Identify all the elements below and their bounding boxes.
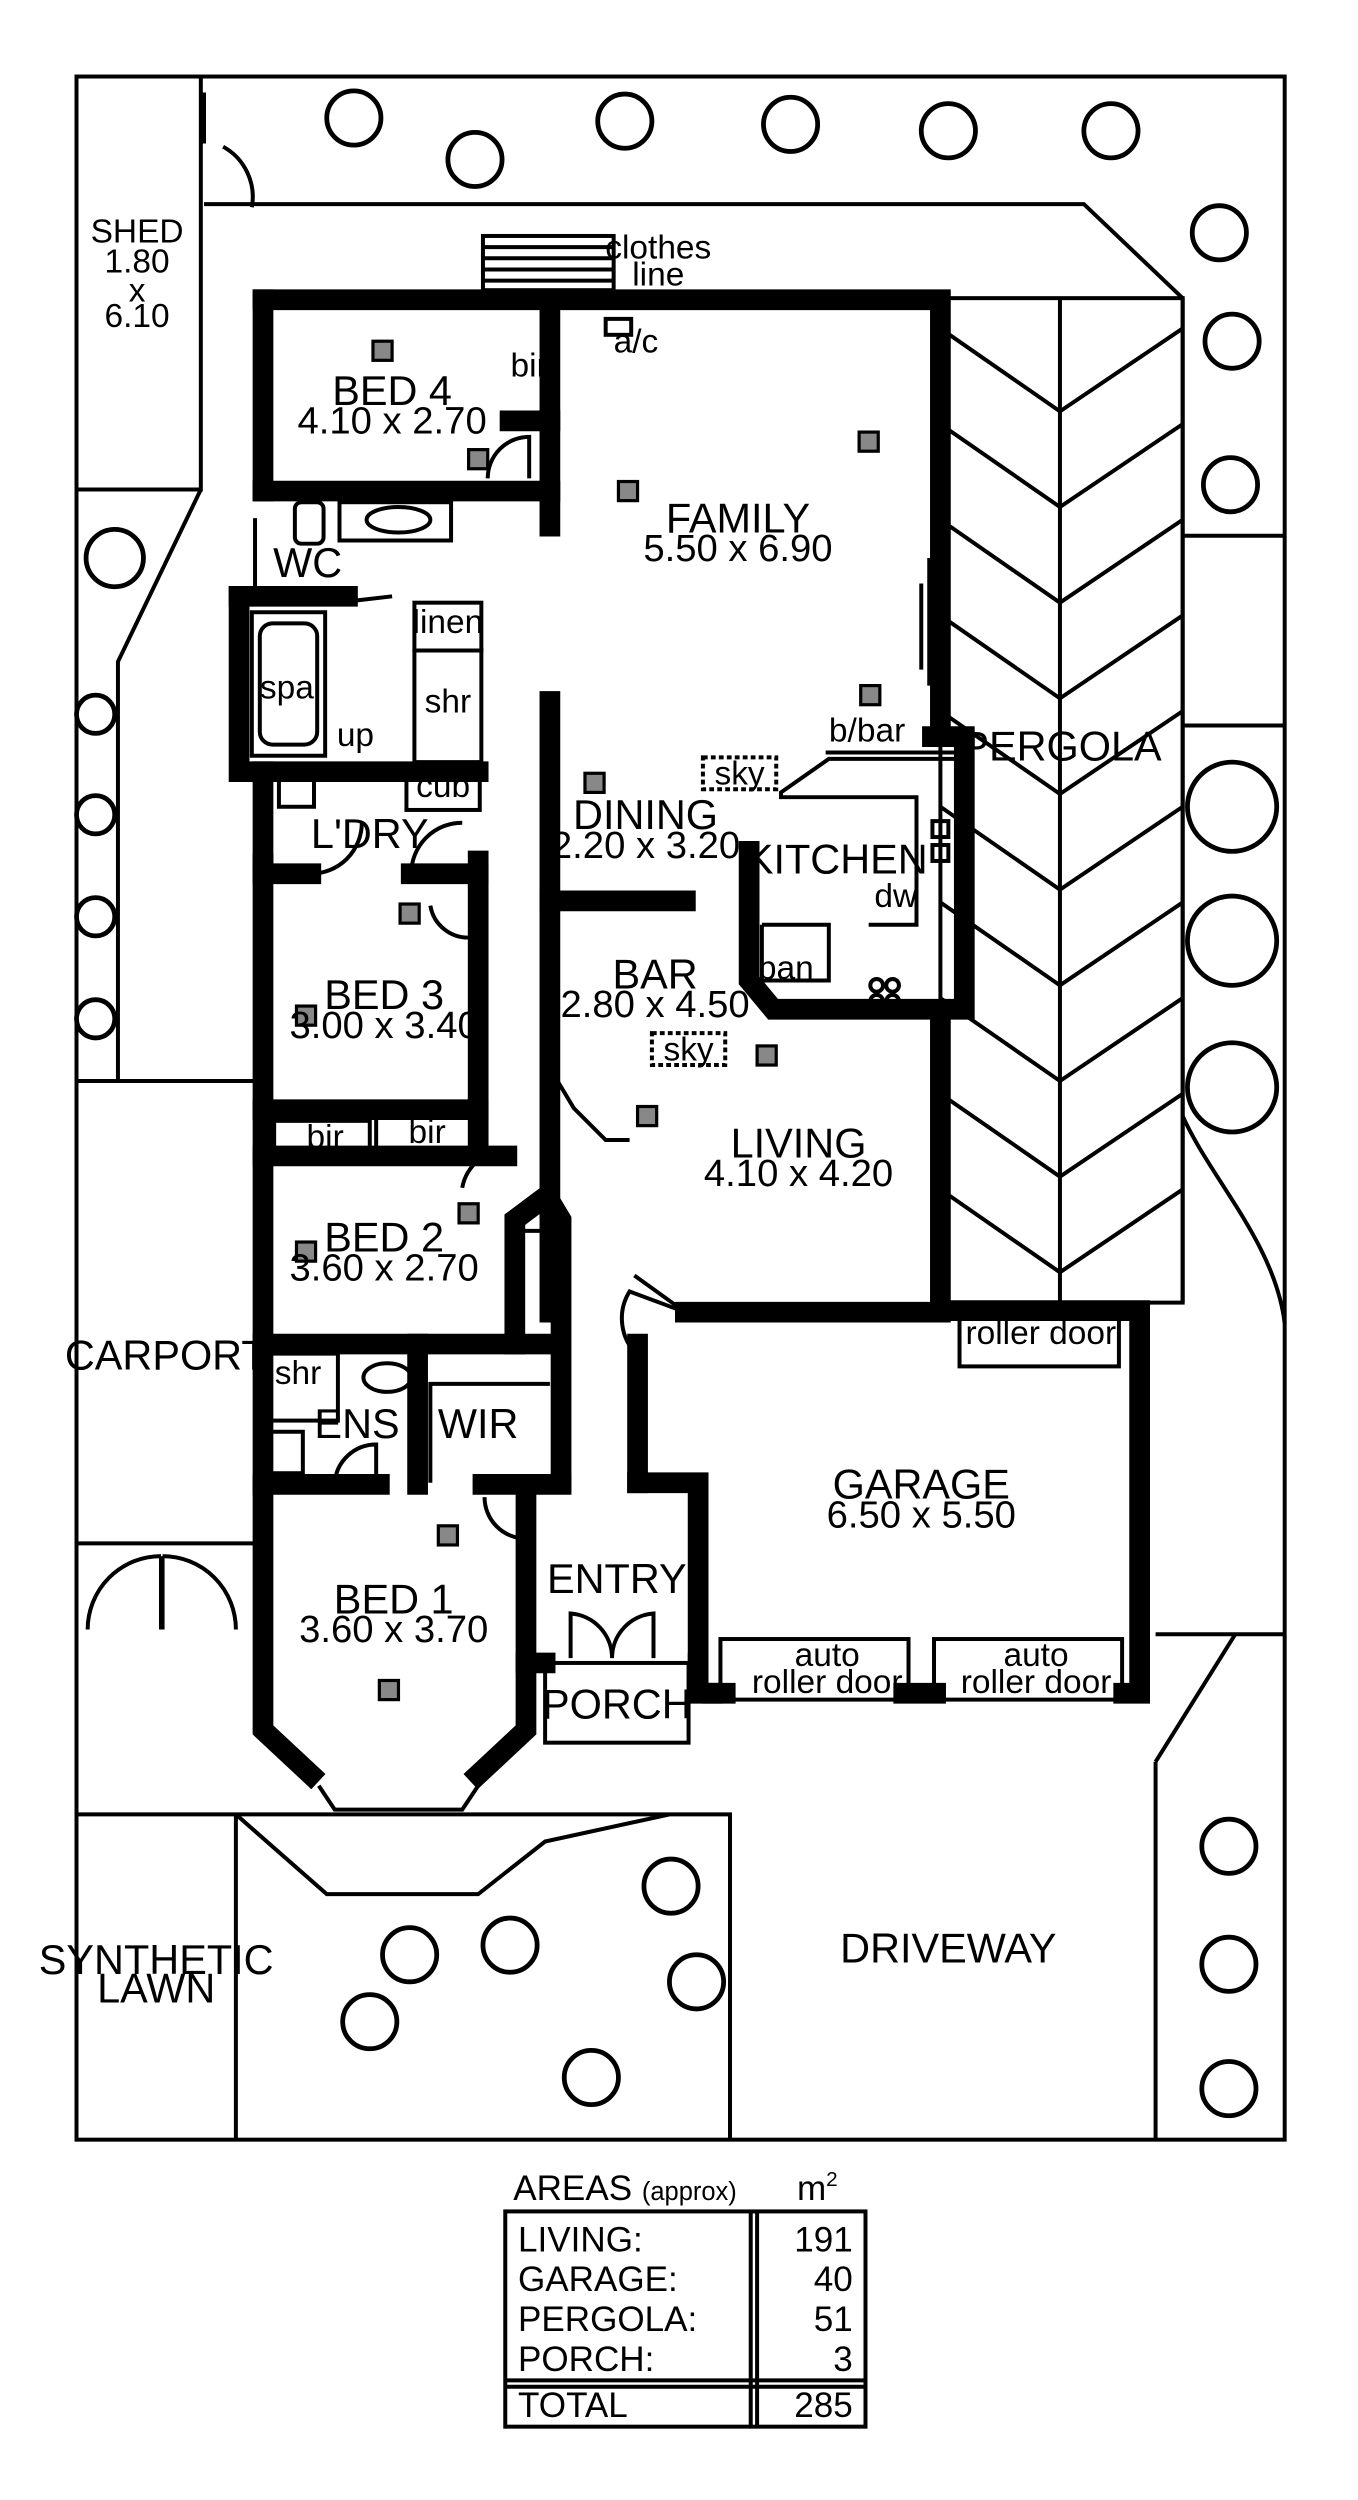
- areas-row-pergola-value: 51: [814, 2300, 853, 2339]
- bed4-bir-label: bir: [511, 347, 548, 384]
- garage-dims: 6.50 x 5.50: [827, 1493, 1016, 1536]
- areas-row-living-value: 191: [794, 2220, 853, 2259]
- bed3-label: BED 3: [324, 971, 444, 1018]
- room-labels: SHED 1.80 x 6.10 clothes line a/c BED 4 …: [39, 213, 1162, 2011]
- entry-label: ENTRY: [547, 1555, 687, 1602]
- bed3-bir-label: bir: [307, 1119, 344, 1156]
- up-label: up: [337, 717, 374, 754]
- areas-row-living-label: LIVING:: [518, 2220, 643, 2259]
- bed1-dims: 3.60 x 3.70: [299, 1608, 488, 1651]
- linen-label-lower: linen: [534, 1243, 571, 1314]
- family-label: FAMILY: [666, 495, 810, 542]
- bbar-label: b/bar: [829, 712, 905, 749]
- bed3-dims: 3.00 x 3.40: [290, 1004, 479, 1047]
- synthetic-lawn-label-1: SYNTHETIC: [39, 1936, 274, 1983]
- kitchen-label: KITCHEN: [746, 836, 928, 883]
- clothes-line-label-1: clothes: [605, 229, 711, 266]
- bar-dims: 2.80 x 4.50: [560, 983, 749, 1026]
- roller-door-label: roller door: [965, 1315, 1116, 1352]
- bed4-dims: 4.10 x 2.70: [297, 400, 486, 443]
- shr-label-lower: shr: [275, 1355, 321, 1392]
- clothes-line-label-2: line: [632, 256, 684, 293]
- porch-label: PORCH: [542, 1681, 692, 1728]
- areas-total-label: TOTAL: [518, 2386, 628, 2425]
- auto-roller-2-line1: auto: [1003, 1637, 1068, 1674]
- auto-roller-1-line2: roller door: [752, 1664, 903, 1701]
- bed2-label: BED 2: [324, 1214, 444, 1261]
- spa-label: spa: [260, 669, 314, 706]
- sky-label-upper: sky: [714, 755, 764, 792]
- garage-label: GARAGE: [833, 1461, 1010, 1508]
- shed-dim-b: 6.10: [105, 298, 170, 335]
- bed2-bir-label: bir: [409, 1114, 446, 1151]
- pergola: [938, 296, 1185, 1305]
- bed4-label: BED 4: [332, 367, 452, 414]
- wir-label: WIR: [438, 1400, 519, 1447]
- areas-row-pergola-label: PERGOLA:: [518, 2300, 697, 2339]
- family-dims: 5.50 x 6.90: [643, 527, 832, 570]
- auto-roller-1-line1: auto: [795, 1637, 860, 1674]
- dw-label: dw: [874, 878, 918, 915]
- cub-label: cub: [416, 768, 470, 805]
- auto-roller-2-line2: roller door: [961, 1664, 1112, 1701]
- bed1-label: BED 1: [334, 1576, 454, 1623]
- shed-label: SHED: [91, 213, 184, 250]
- dining-label: DINING: [573, 791, 718, 838]
- areas-row-garage-value: 40: [814, 2260, 853, 2299]
- bar-label: BAR: [612, 951, 697, 998]
- ens-label: ENS: [314, 1400, 399, 1447]
- shr-label-upper: shr: [425, 684, 471, 721]
- clothes-line: [480, 233, 616, 293]
- areas-total-value: 285: [794, 2386, 853, 2425]
- shed-dim-x: x: [129, 272, 146, 309]
- dining-dims: 2.20 x 3.20: [551, 824, 740, 867]
- areas-table: AREAS (approx) m2 LIVING: 191 GARAGE: 40…: [503, 2168, 868, 2429]
- shed-dim-a: 1.80: [105, 244, 170, 281]
- sky-label-lower: sky: [663, 1031, 713, 1068]
- wc-label: WC: [273, 539, 342, 586]
- driveway-label: DRIVEWAY: [840, 1925, 1056, 1972]
- areas-row-garage-label: GARAGE:: [518, 2260, 678, 2299]
- areas-row-porch-value: 3: [833, 2340, 853, 2379]
- areas-unit: m2: [797, 2168, 838, 2208]
- areas-row-porch-label: PORCH:: [518, 2340, 654, 2379]
- ldry-label: L'DRY: [311, 810, 429, 857]
- ac-label: a/c: [614, 323, 659, 360]
- pan-label: pan: [758, 950, 814, 987]
- living-dims: 4.10 x 4.20: [704, 1152, 893, 1195]
- areas-heading: AREAS (approx): [513, 2169, 737, 2208]
- bed2-dims: 3.60 x 2.70: [290, 1246, 479, 1289]
- fixtures: [249, 304, 1125, 1812]
- trees: [74, 88, 1280, 2119]
- living-label: LIVING: [731, 1120, 867, 1167]
- synthetic-lawn-label-2: LAWN: [97, 1965, 215, 2012]
- carport-label: CARPORT: [65, 1332, 267, 1379]
- linen-label-upper: linen: [413, 604, 484, 641]
- pergola-label: PERGOLA: [961, 723, 1162, 770]
